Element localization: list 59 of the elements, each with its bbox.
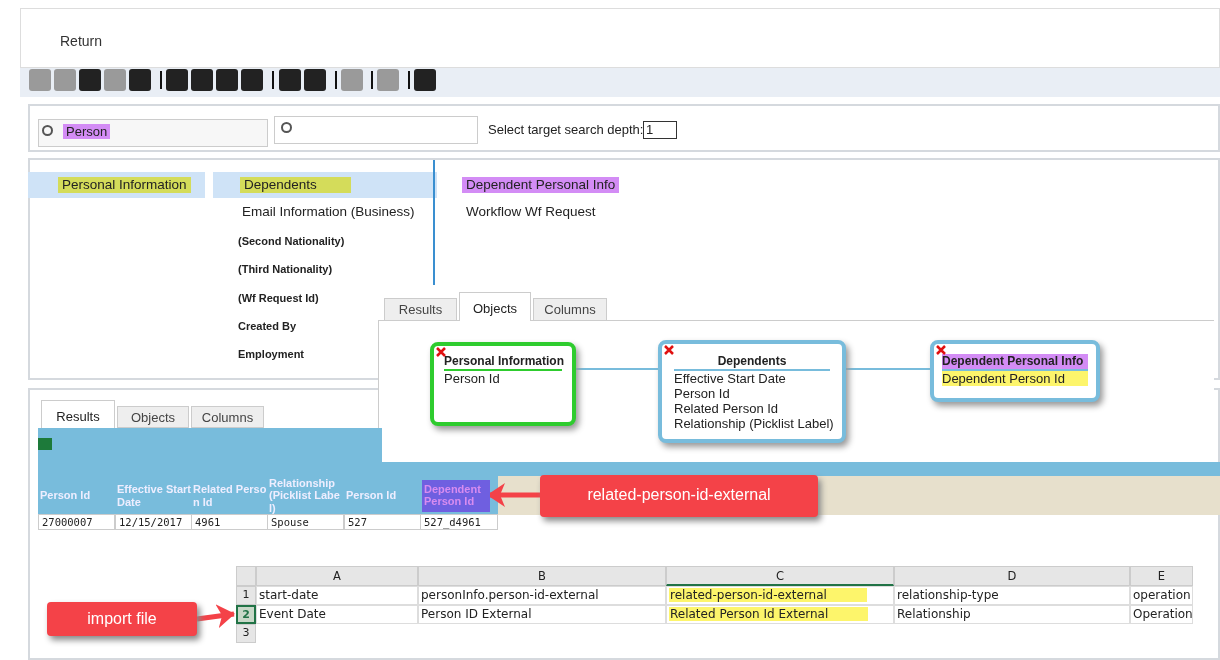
table-cell: 4961 (191, 514, 268, 530)
column-header: Dependent Person Id (422, 480, 490, 512)
column-letter: C (666, 566, 894, 586)
relationship-line (575, 368, 659, 370)
spreadsheet-cell: relationship-type (894, 586, 1130, 605)
menu-item: Created By (238, 320, 297, 333)
row-number: 2 (236, 605, 256, 624)
callout-label: related-person-id-external (540, 475, 818, 517)
row-number: 1 (236, 586, 256, 605)
table-cell: 527 (344, 514, 421, 530)
callout-label: import file (47, 602, 197, 636)
field-label: Select target search depth: (488, 123, 644, 138)
entity-box: Dependent Personal Info Dependent Person Id (930, 340, 1100, 402)
relationship-line (845, 368, 931, 370)
menu-item: Email Information (Business) (242, 204, 415, 220)
spreadsheet-cell: Related Person Id External (666, 605, 894, 624)
callout-arrow (196, 604, 235, 629)
menu-item: (Wf Request Id) (238, 292, 319, 305)
tab: Objects (117, 406, 189, 428)
column-header: Related Person Id (193, 482, 267, 510)
column-header: Person Id (40, 488, 92, 504)
depth-input-field: 1 (643, 121, 677, 139)
callout-arrow (487, 483, 540, 507)
tab: Objects (459, 292, 531, 321)
column-letter: B (418, 566, 666, 586)
spreadsheet-cell: Event Date (256, 605, 418, 624)
column-header: Effective Start Date (117, 482, 191, 510)
menu-item: Dependent Personal Info (462, 177, 620, 193)
spreadsheet-cell: start-date (256, 586, 418, 605)
menu-item: (Second Nationality) (238, 235, 345, 248)
tab: Columns (533, 298, 607, 321)
menu-item: Employment (238, 348, 304, 361)
search-combo-box: Person (38, 119, 268, 147)
return-link: Return (60, 33, 103, 50)
column-header: Relationship (Picklist Label) (269, 478, 341, 513)
menu-item: (Third Nationality) (238, 263, 333, 276)
spreadsheet-cell: operation (1130, 586, 1193, 605)
table-cell: 12/15/2017 (115, 514, 192, 530)
menu-item: Workflow Wf Request (466, 204, 596, 220)
spreadsheet-cell: Person ID External (418, 605, 666, 624)
table-cell: 527_d4961 (420, 514, 498, 530)
tab: Results (384, 298, 457, 321)
menu-item: Dependents (240, 177, 351, 193)
column-letter: E (1130, 566, 1193, 586)
table-cell: 27000007 (38, 514, 115, 530)
tab: Results (41, 400, 115, 428)
spreadsheet-cell: personInfo.person-id-external (418, 586, 666, 605)
entity-box: Personal Information Person Id (430, 342, 576, 426)
tab: Columns (191, 406, 264, 428)
row-number: 3 (236, 624, 256, 643)
column-header: Person Id (346, 488, 398, 504)
spreadsheet-cell: related-person-id-external (666, 586, 894, 605)
entity-box: Dependents Effective Start Date Person Id Related Person Id Relationship (Picklist Label) (658, 340, 846, 443)
column-letter: A (256, 566, 418, 586)
spreadsheet-cell: Operation (1130, 605, 1193, 624)
table-cell: Spouse (267, 514, 344, 530)
menu-item: Personal Information (58, 177, 191, 193)
column-letter: D (894, 566, 1130, 586)
spreadsheet-cell: Relationship (894, 605, 1130, 624)
